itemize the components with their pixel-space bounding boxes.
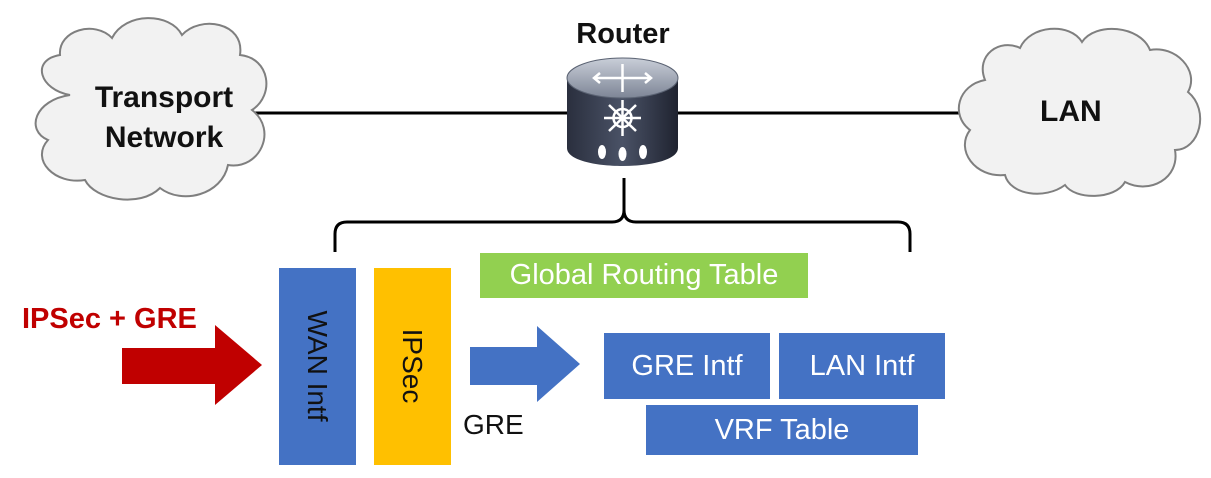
router-bracket	[333, 178, 912, 252]
lan-intf-box: LAN Intf	[779, 333, 945, 399]
lan-label: LAN	[1040, 95, 1102, 128]
ipsec-label: IPSec	[397, 328, 428, 404]
transport-network-label: Transport Network	[94, 81, 234, 154]
transport-cloud-icon	[34, 17, 268, 201]
lan-cloud-icon	[957, 27, 1202, 197]
incoming-flow-label: IPSec + GRE	[22, 303, 197, 335]
ipsec-box	[374, 268, 451, 465]
wan-intf-label: WAN Intf	[302, 310, 333, 422]
incoming-arrow	[122, 325, 262, 405]
vrf-table-box: VRF Table	[646, 405, 918, 455]
gre-intf-box: GRE Intf	[604, 333, 770, 399]
router-icon	[566, 57, 679, 166]
router-label: Router	[576, 18, 670, 50]
gre-flow-label: GRE	[463, 409, 524, 440]
wan-intf-box	[279, 268, 356, 465]
gre-arrow	[470, 326, 580, 402]
global-routing-table-box: Global Routing Table	[480, 253, 808, 298]
